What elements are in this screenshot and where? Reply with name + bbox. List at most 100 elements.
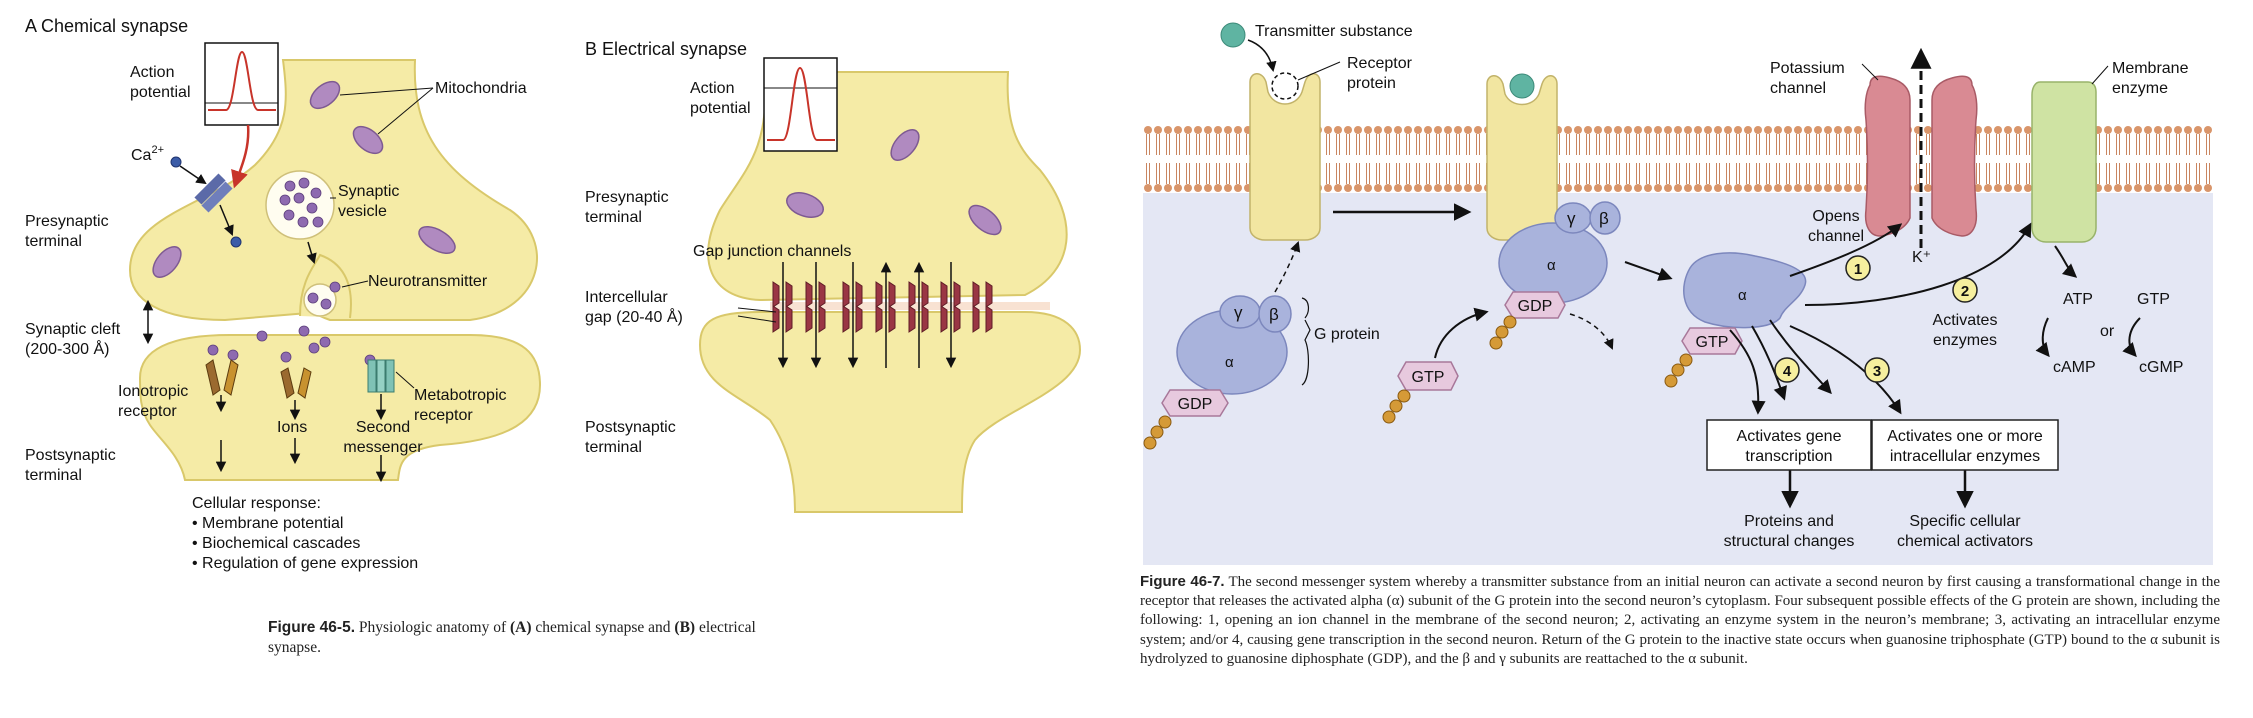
label-camp: cAMP: [2053, 359, 2096, 376]
gap-junction-row: [772, 261, 993, 369]
mitochondrion: [418, 226, 456, 254]
label-beta-1: β: [1269, 305, 1279, 324]
cellular-response-item: • Regulation of gene expression: [192, 555, 418, 572]
label-gap-junction-channels: Gap junction channels: [693, 243, 851, 260]
caption-text-post: electrical synapse.: [268, 619, 756, 656]
mitochondria-group-a: [152, 80, 456, 278]
ca-channel: [194, 173, 233, 213]
ap-box-a: [204, 42, 279, 126]
label-step-3: 3: [1873, 363, 1881, 380]
ap-curve-b: [767, 66, 835, 141]
gap-junction-channel: [772, 262, 793, 369]
ap-curve-a: [208, 50, 276, 111]
gap-junction-channel: [972, 281, 993, 333]
label-step-4: 4: [1783, 363, 1792, 380]
caption-text-46-7: The second messenger system whereby a tr…: [1140, 574, 2220, 667]
metabotropic-receptor-a: [367, 359, 395, 393]
label-gtp-2: GTP: [2137, 291, 2170, 308]
label-beta-2: β: [1599, 209, 1609, 228]
label-alpha-3: α: [1738, 287, 1747, 304]
transmitter-substance-icon: [1220, 22, 1246, 48]
caption-figure-46-5: Figure 46-5. Physiologic anatomy of (A) …: [268, 618, 808, 658]
label-cgmp: cGMP: [2139, 359, 2183, 376]
gene-transcription-box: [1706, 419, 1872, 471]
presynaptic-bulb-b: [707, 71, 1068, 302]
intracellular-enzymes-box: [1871, 419, 2059, 471]
panel-c-second-messenger: [1143, 22, 2213, 565]
label-neurotransmitter: Neurotransmitter: [368, 273, 488, 290]
label-ions: Ions: [277, 419, 307, 436]
membrane-enzyme-icon: [2031, 81, 2097, 243]
label-synaptic-cleft: Synaptic cleft(200-300 Å): [25, 321, 121, 358]
label-mitochondria: Mitochondria: [435, 80, 527, 97]
panel-b-title: B Electrical synapse: [585, 39, 747, 59]
label-alpha-1: α: [1225, 354, 1234, 371]
cellular-response-item: • Biochemical cascades: [192, 535, 360, 552]
panel-b-electrical-synapse: [698, 57, 1082, 513]
panel-a-title: A Chemical synapse: [25, 16, 188, 36]
gap-junction-channel: [908, 261, 929, 368]
caption-label-46-7: Figure 46-7.: [1140, 573, 1225, 590]
g-protein-activating: [1489, 201, 1621, 350]
gap-junction-channel: [842, 262, 863, 369]
transmitter-bound-icon: [1509, 73, 1535, 99]
label-gdp-1: GDP: [1178, 396, 1213, 413]
label-transmitter-substance: Transmitter substance: [1255, 23, 1413, 40]
step-4-marker: [1774, 357, 1800, 383]
label-step-1: 1: [1854, 261, 1862, 278]
cellular-response-list: • Membrane potential • Biochemical cascad…: [192, 515, 418, 572]
gap-junction-channel: [940, 262, 961, 369]
cellular-response-item: • Membrane potential: [192, 515, 343, 532]
potassium-channel-icon: [1864, 75, 1978, 237]
receptor-protein-active: [1486, 75, 1558, 241]
mitochondrion: [890, 129, 920, 161]
mitochondrion: [786, 192, 824, 218]
mitochondrion: [309, 80, 341, 110]
label-or: or: [2100, 323, 2115, 340]
step-3-marker: [1864, 357, 1890, 383]
label-gdp-2: GDP: [1518, 298, 1553, 315]
ap-box-b: [763, 57, 838, 152]
label-atp: ATP: [2063, 291, 2093, 308]
label-ca: Ca2+: [131, 144, 164, 164]
caption-text-mid: chemical synapse and: [531, 619, 675, 636]
label-gamma-2: γ: [1567, 209, 1576, 228]
caption-ref-a: (A): [510, 619, 532, 636]
caption-text-pre: Physiologic anatomy of: [355, 619, 510, 636]
gtp-free: [1382, 361, 1459, 424]
gap-junction-channel: [805, 262, 826, 369]
gap-junction-channel: [875, 261, 896, 368]
cytoplasm-area: [1143, 193, 2213, 565]
label-gamma-1: γ: [1234, 303, 1243, 322]
postsynaptic-bulb-b: [698, 311, 1082, 513]
g-protein-inactive: [1143, 295, 1292, 450]
postsynaptic-bulb-a: [138, 334, 542, 481]
label-cellular-response: Cellular response:: [192, 495, 321, 512]
caption-label-46-5: Figure 46-5.: [268, 619, 355, 636]
label-alpha-2: α: [1547, 257, 1556, 274]
g-protein-alpha-active: [1664, 252, 1807, 388]
label-k-plus: K⁺: [1912, 249, 1931, 266]
label-gtp-bound: GTP: [1696, 334, 1729, 351]
mitochondrion: [968, 204, 1002, 236]
ca-ion: [170, 156, 182, 168]
ca-ion: [230, 236, 242, 248]
